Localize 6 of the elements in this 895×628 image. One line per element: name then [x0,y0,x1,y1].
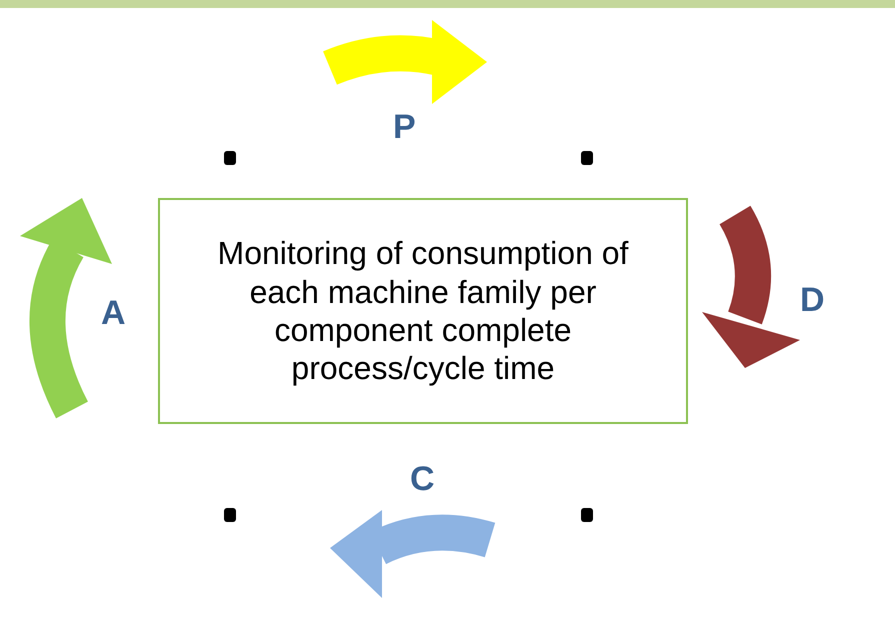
box-text: Monitoring of consumption of each machine family per component complete process/cycle time [216,234,630,388]
process-box [158,198,688,424]
cycle-step-letter: A [101,294,126,333]
cycle-step-letter: D [800,281,825,320]
cycle-step-letter: C [410,460,435,499]
cycle-step-letter: P [393,108,416,147]
